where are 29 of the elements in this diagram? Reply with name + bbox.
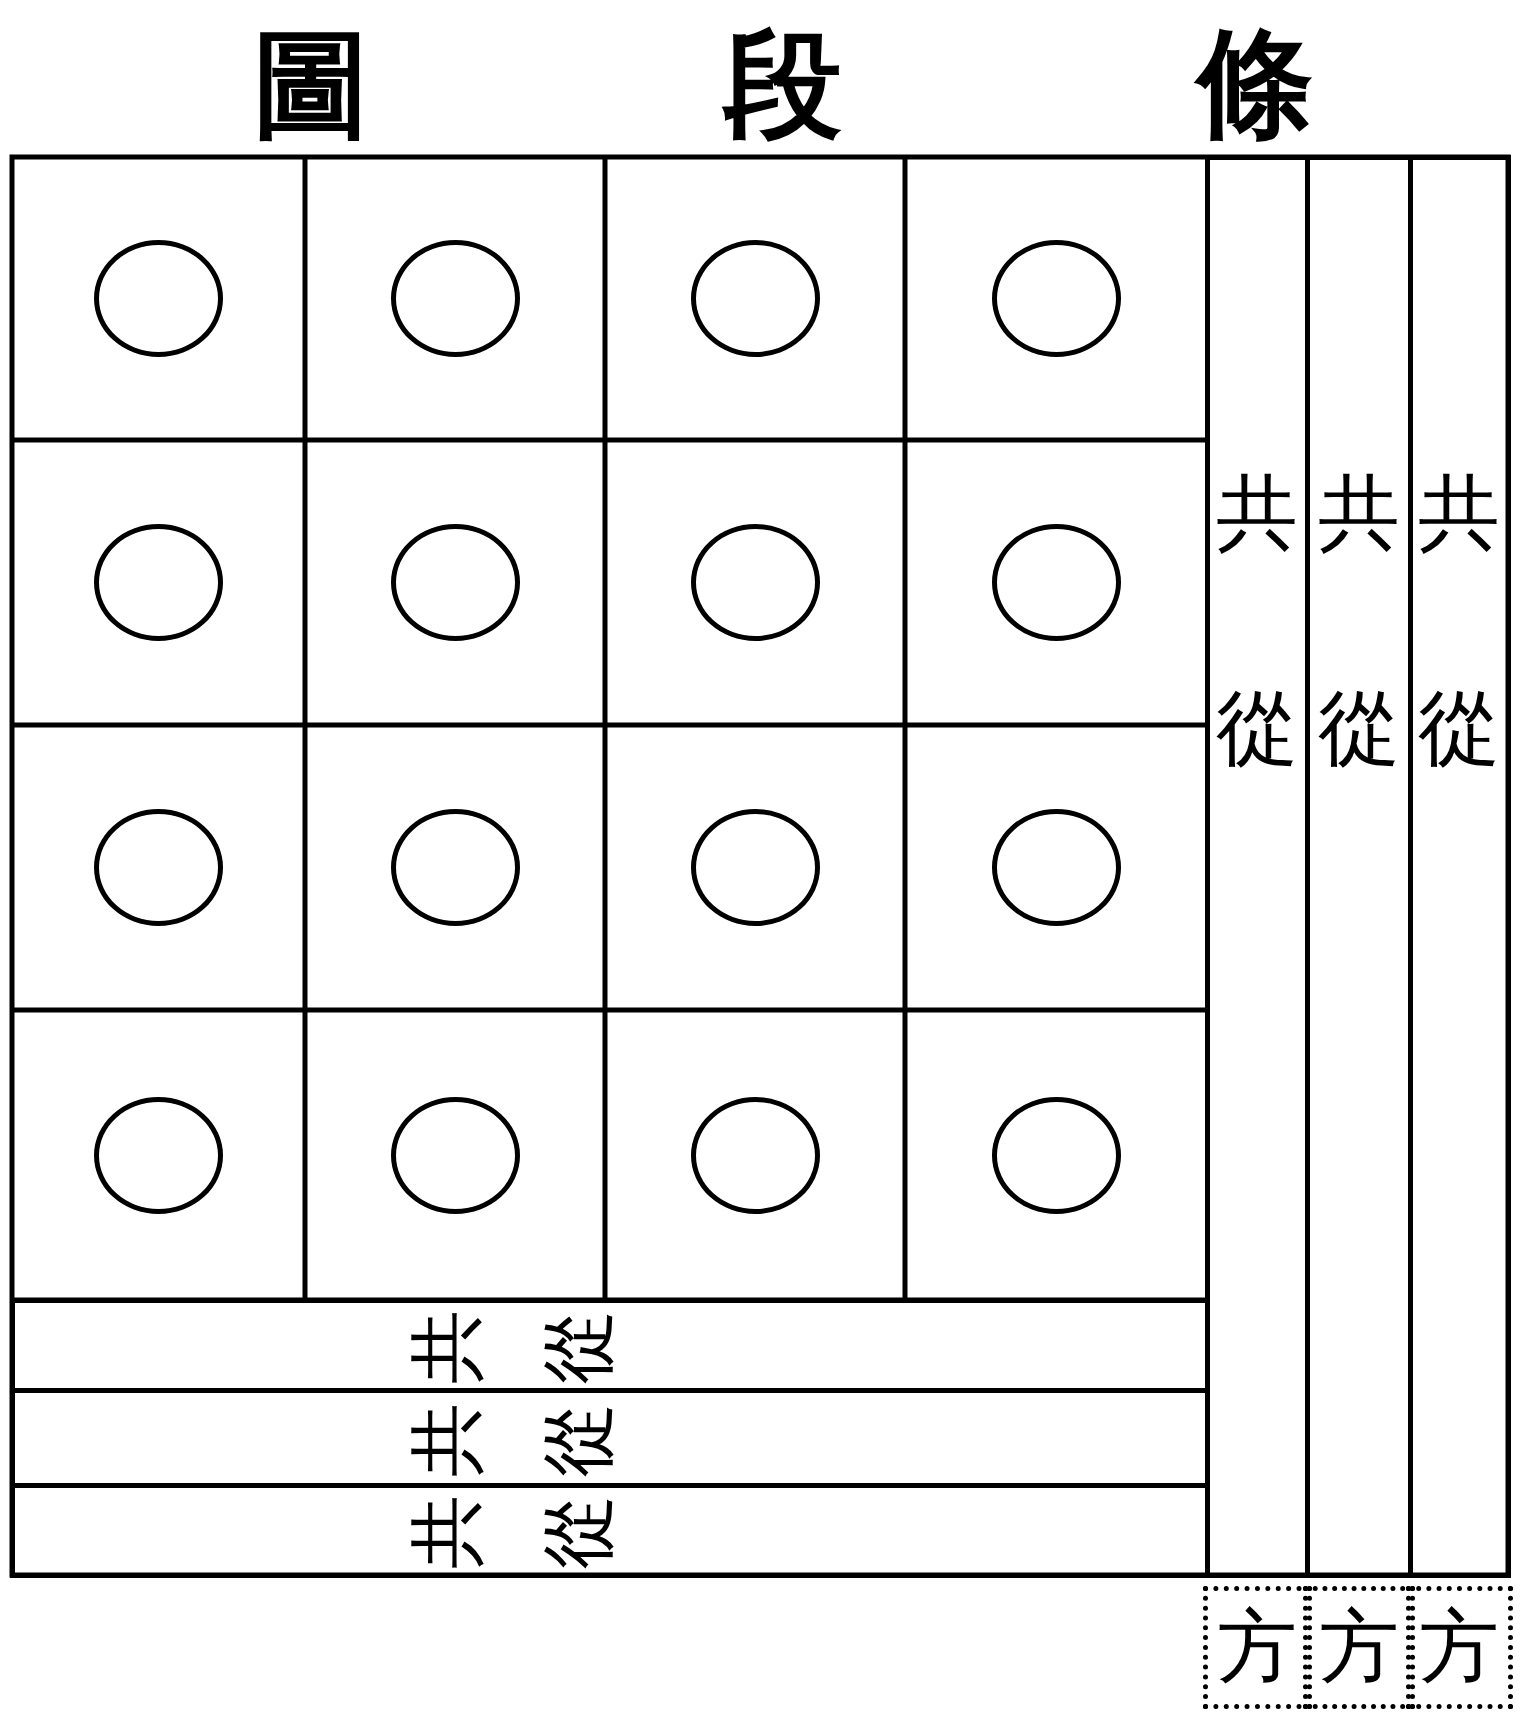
circle-mark: [94, 1096, 223, 1214]
title: 圖段條: [252, 25, 1314, 143]
circle-mark: [991, 240, 1121, 357]
dotted-box: [1302, 1585, 1415, 1709]
cell-text: 共從: [1418, 463, 1500, 777]
circle-mark: [991, 809, 1121, 926]
circle-mark: [390, 524, 520, 641]
cell-text: 共從: [1317, 463, 1400, 777]
circle-mark: [390, 809, 520, 926]
circle-mark: [690, 240, 820, 357]
cell-text: 方: [1318, 1607, 1399, 1687]
circle-mark: [690, 524, 820, 641]
circle-mark: [390, 240, 520, 357]
circle-mark: [94, 240, 223, 357]
circle-mark: [690, 1096, 820, 1214]
circle-mark: [991, 1096, 1121, 1214]
circle-mark: [94, 524, 223, 641]
circle-mark: [390, 1096, 520, 1214]
dotted-box: [1202, 1585, 1312, 1709]
cell-text: 方: [1217, 1607, 1297, 1687]
cell-text: 方: [1419, 1607, 1499, 1687]
cell-text: 共從: [349, 1493, 620, 1567]
cell-text: 共從: [349, 1308, 620, 1382]
circle-mark: [94, 809, 223, 926]
circle-mark: [690, 809, 820, 926]
circle-mark: [991, 524, 1121, 641]
dotted-box: [1405, 1585, 1513, 1709]
cell-text: 共從: [1216, 463, 1298, 777]
cell-text: 共從: [349, 1400, 620, 1475]
